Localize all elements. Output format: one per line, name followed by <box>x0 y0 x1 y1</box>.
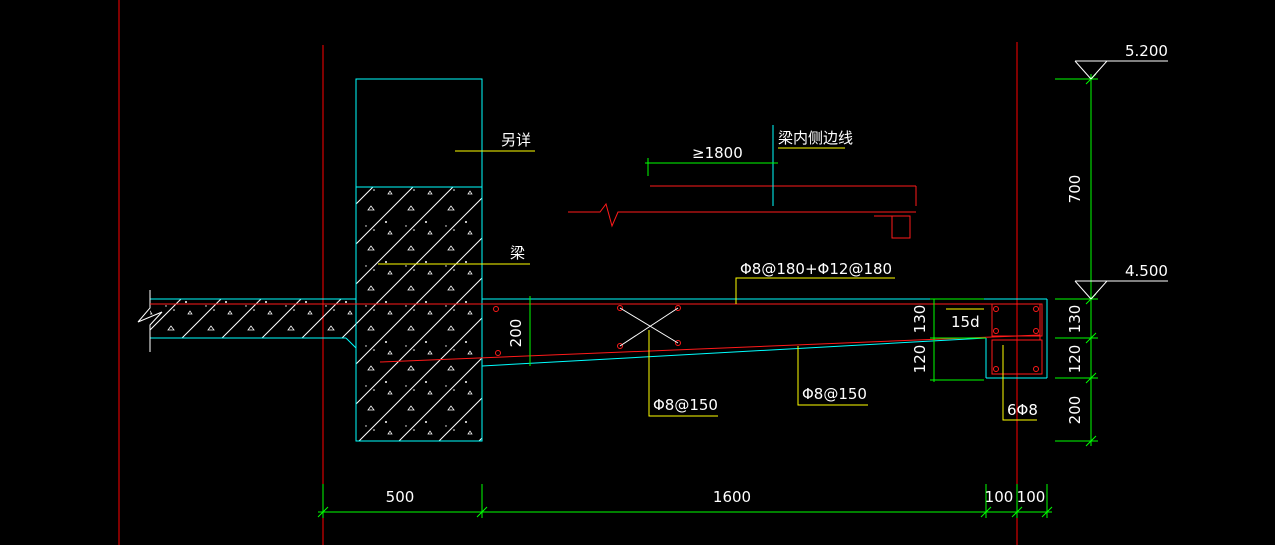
break-symbol <box>137 290 163 352</box>
other-detail-label: 另详 <box>501 131 531 149</box>
elevation-top-value: 5.200 <box>1125 42 1168 60</box>
local-dimensions <box>529 296 986 382</box>
elevation-slab-symbol <box>1074 280 1168 300</box>
beam-label: 梁 <box>510 244 525 262</box>
edge-lower-dim: 120 <box>911 345 929 374</box>
slab-root-dim: 200 <box>507 319 525 348</box>
dim-bottom-4: 100 <box>1017 488 1046 506</box>
reference-sketch <box>568 125 917 239</box>
bottom-rebar-label: Φ8@150 <box>802 385 867 403</box>
left-slab <box>137 290 357 352</box>
elevation-slab-value: 4.500 <box>1125 262 1168 280</box>
dim-right-120: 120 <box>1066 345 1084 374</box>
leader-lines <box>378 150 1037 421</box>
cross-rebar-label: Φ8@150 <box>653 396 718 414</box>
dim-right-200: 200 <box>1066 396 1084 425</box>
edge-stirrup-upper <box>991 303 1043 337</box>
dim-bottom-1: 500 <box>386 488 415 506</box>
edge-stirrup-lower <box>991 339 1043 375</box>
bottom-rebar-line <box>379 334 1041 363</box>
beam-section <box>355 186 483 442</box>
upper-wall-outline <box>355 78 483 188</box>
right-dimension-chain <box>1055 73 1098 447</box>
elevation-top-symbol <box>1074 60 1168 80</box>
edge-upper-dim: 130 <box>911 305 929 334</box>
dim-right-700: 700 <box>1066 175 1084 204</box>
dim-bottom-3: 100 <box>985 488 1014 506</box>
edge-beam-rebar-label: 6Φ8 <box>1007 401 1038 419</box>
beam-inner-side-line-label: 梁内侧边线 <box>778 129 853 147</box>
anchor-label: 15d <box>951 313 980 331</box>
dim-right-130: 130 <box>1066 305 1084 334</box>
rebar-group <box>150 303 1043 375</box>
bottom-dimension-chain <box>317 484 1053 518</box>
dim-bottom-2: 1600 <box>713 488 751 506</box>
min-length-label: ≥1800 <box>692 144 743 162</box>
top-rebar-label: Φ8@180+Φ12@180 <box>740 260 892 278</box>
